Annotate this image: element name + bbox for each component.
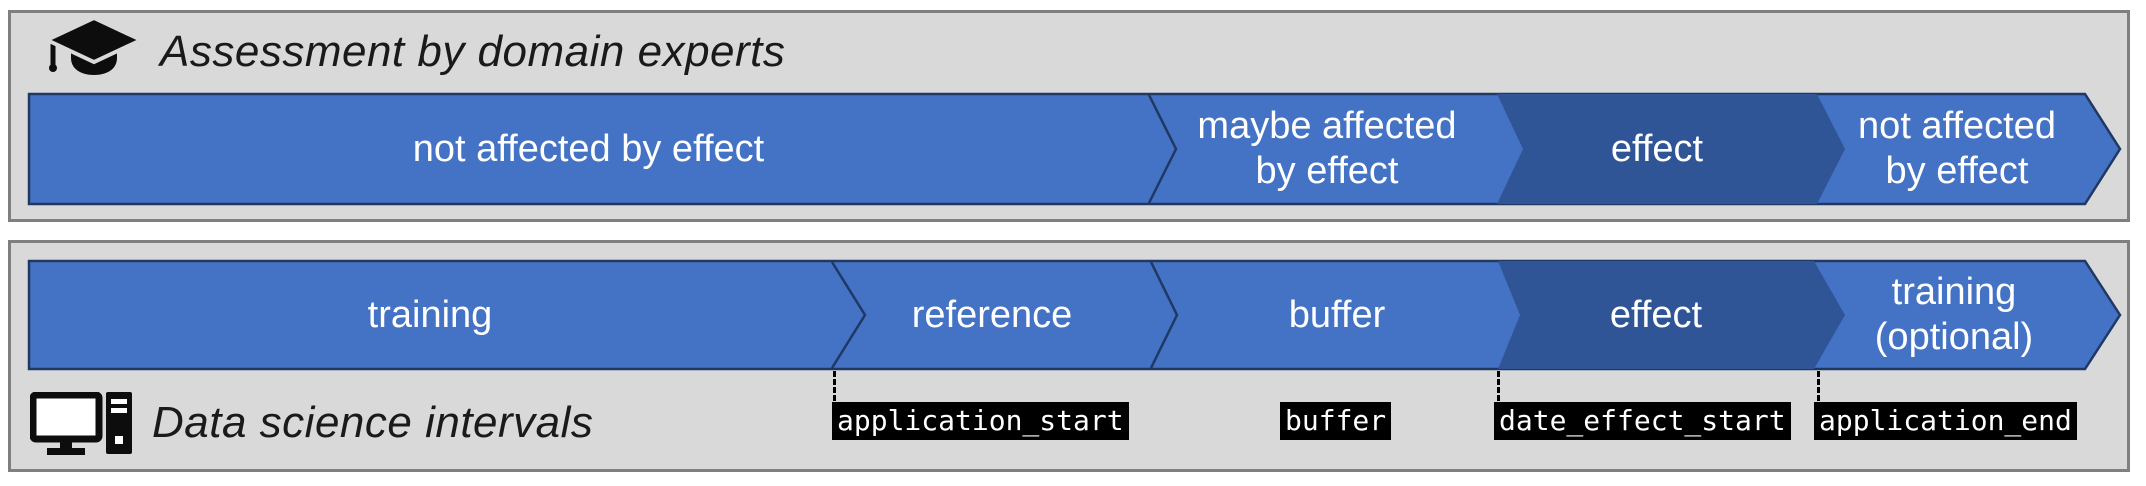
- desktop-computer-icon: [30, 392, 132, 455]
- interval-label-date-effect-start: date_effect_start: [1494, 402, 1791, 440]
- segment-training: training: [367, 293, 493, 336]
- connector-date-effect-start: [1497, 371, 1500, 401]
- expert-segment-divider-icon: [1147, 94, 1178, 204]
- segment-effect-expert: effect: [1610, 127, 1704, 170]
- expert-panel-title: Assessment by domain experts: [160, 27, 786, 76]
- datascience-timeline-bar: [27, 259, 2122, 371]
- datascience-panel-title: Data science intervals: [152, 398, 594, 447]
- connector-application-start: [833, 371, 836, 401]
- interval-label-application-start: application_start: [832, 402, 1129, 440]
- expert-timeline-bar: [27, 92, 2122, 206]
- segment-buffer: buffer: [1288, 293, 1386, 336]
- segment-not-affected-1: not affected by effect: [412, 127, 765, 170]
- training-reference-divider-icon: [830, 261, 867, 369]
- segment-effect-datascience: effect: [1609, 293, 1703, 336]
- graduation-cap-icon: [44, 16, 144, 75]
- datascience-effect-segment: [1498, 261, 1845, 369]
- reference-buffer-divider-icon: [1149, 261, 1179, 369]
- connector-application-end: [1817, 371, 1820, 401]
- interval-label-application-end: application_end: [1814, 402, 2077, 440]
- expert-effect-segment: [1497, 94, 1845, 204]
- segment-maybe-affected: maybe affected by effect: [1197, 105, 1457, 192]
- interval-label-buffer: buffer: [1280, 402, 1392, 440]
- segment-training-optional: training (optional): [1874, 271, 2034, 358]
- segment-not-affected-2: not affected by effect: [1858, 105, 2056, 192]
- segment-reference: reference: [911, 293, 1073, 336]
